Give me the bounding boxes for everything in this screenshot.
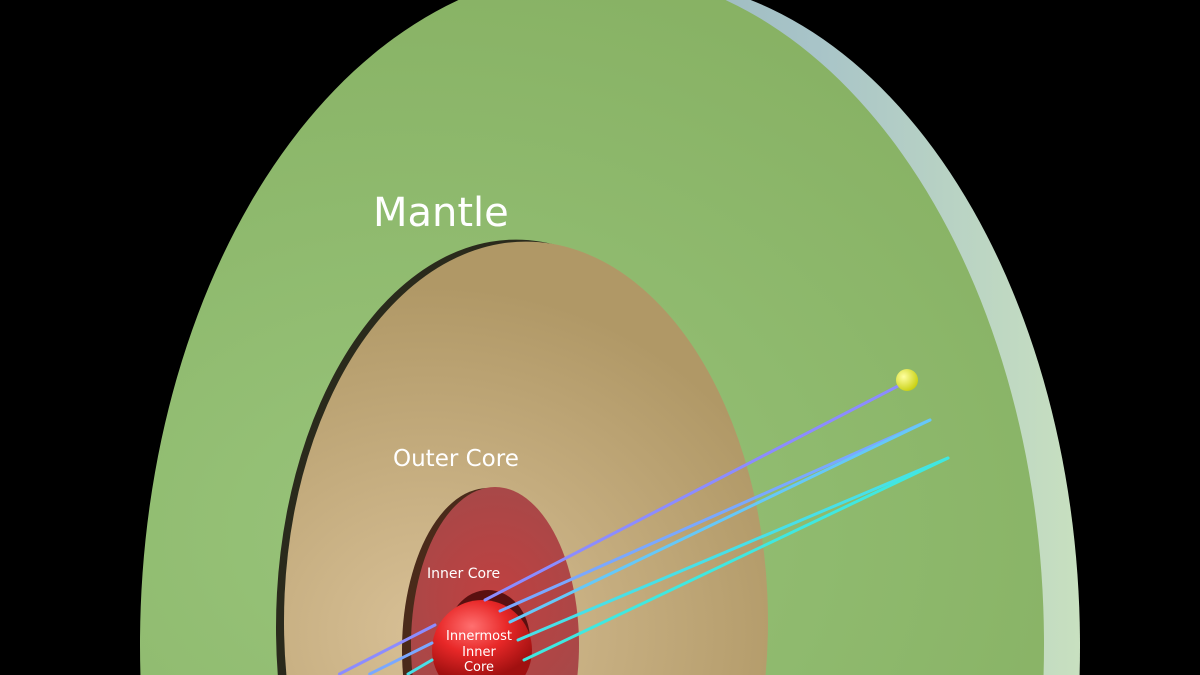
seismic-ray (508, 418, 932, 624)
seismometer-marker (896, 369, 918, 391)
innermost-inner-core-label: Core (464, 660, 494, 675)
seismic-ray (368, 641, 434, 675)
seismic-rays (338, 383, 950, 675)
seismic-ray (406, 658, 434, 675)
inner-core-label: Inner Core (427, 566, 500, 582)
innermost-inner-core (431, 599, 532, 675)
seismic-ray (483, 383, 902, 602)
innermost-inner-core-label: Inner (462, 645, 496, 660)
outer-core-layer (284, 241, 768, 675)
seismic-ray (522, 456, 950, 662)
seismic-ray (498, 418, 932, 613)
mantle-label: Mantle (373, 190, 509, 236)
innermost-inner-core-label: Innermost (446, 629, 512, 644)
seismic-ray (338, 623, 437, 675)
seismic-ray (516, 456, 950, 642)
outer-core-label: Outer Core (393, 446, 519, 472)
